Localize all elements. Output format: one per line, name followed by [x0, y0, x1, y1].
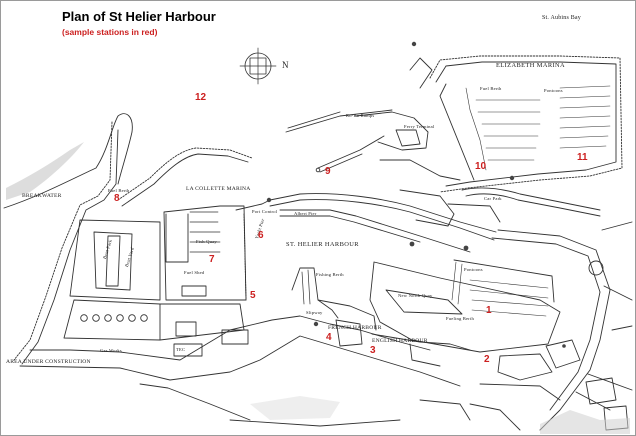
west-shoreline: [3, 113, 133, 209]
label-ferry-terminal: Ferry Terminal: [404, 124, 435, 129]
label-fish-quay: Fish Quay: [196, 239, 217, 244]
label-fueling-berth: Fueling Berth: [446, 316, 474, 321]
label-la-collette-marina: LA COLLETTE MARINA: [186, 186, 251, 192]
label-fuelling-berth-marina: Fuel Berth: [480, 86, 502, 91]
sample-station-2: 2: [484, 354, 490, 365]
sample-station-5: 5: [250, 290, 256, 301]
label-albert-pier: Albert Pier: [294, 211, 317, 216]
label-gas-works: Gas Works: [100, 348, 122, 353]
label-elizabeth-marina: ELIZABETH MARINA: [496, 62, 566, 69]
label-slipway: Slipway: [306, 310, 323, 315]
label-french-harbour: FRENCH HARBOUR: [328, 325, 382, 331]
sample-station-3: 3: [370, 345, 376, 356]
sample-station-11: 11: [577, 152, 588, 163]
label-pontoons-harbour: Pontoons: [464, 267, 483, 272]
label-st-aubins-bay: St. Aubins Bay: [542, 15, 581, 21]
label-st-helier-harbour: ST. HELIER HARBOUR: [286, 241, 359, 248]
label-car-park: Car Park: [484, 196, 502, 201]
breakwater-arm: [13, 121, 113, 361]
label-breakwater: BREAKWATER: [22, 193, 62, 199]
map-title: Plan of St Helier Harbour: [62, 9, 216, 24]
label-pontoons-marina: Pontoons: [544, 88, 563, 93]
sample-station-12: 12: [195, 92, 207, 103]
sample-station-9: 9: [325, 166, 331, 177]
sample-station-4: 4: [326, 332, 332, 343]
label-fuel-berth: Fuel Berth: [108, 188, 130, 193]
label-tec: TEC: [176, 347, 186, 352]
compass-north-letter: N: [282, 60, 289, 70]
label-ro-ro-ramps: Ro-Ro Ramps: [346, 113, 375, 118]
label-fuel-shed: Fuel Shed: [184, 270, 205, 275]
sample-station-7: 7: [209, 254, 215, 265]
label-area-under-construction: AREA UNDER CONSTRUCTION: [6, 359, 91, 365]
label-english-harbour: ENGLISH HARBOUR: [372, 338, 428, 344]
map-subtitle: (sample stations in red): [62, 27, 158, 37]
sample-station-6: 6: [258, 230, 264, 241]
sample-station-8: 8: [114, 193, 120, 204]
la-collette-wall: [117, 147, 253, 201]
sample-station-1: 1: [486, 305, 492, 316]
label-fishing-berth: Fishing Berth: [316, 272, 344, 277]
sample-station-10: 10: [475, 161, 487, 172]
st-helier-harbour-wall: [269, 193, 497, 233]
elizabeth-marina-wall: [429, 55, 623, 193]
label-port-control: Port Control: [252, 209, 278, 214]
label-new-north-quay: New North Quay: [398, 293, 433, 298]
